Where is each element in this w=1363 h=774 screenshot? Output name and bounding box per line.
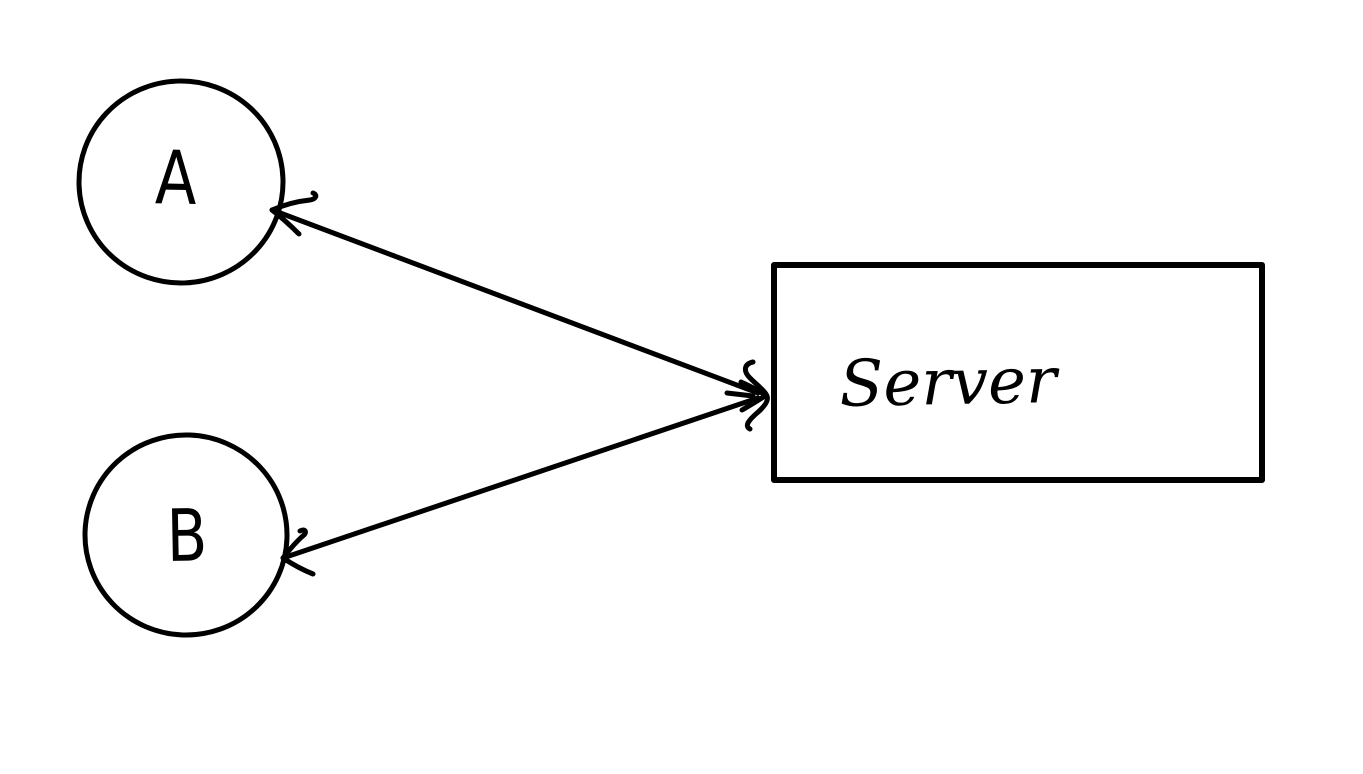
arrowhead-at-server bbox=[724, 359, 770, 432]
node-b-label: B bbox=[166, 493, 208, 578]
node-server-rectangle bbox=[771, 262, 1265, 483]
arrowhead-at-b bbox=[280, 527, 316, 577]
arrowhead-at-a bbox=[269, 190, 319, 237]
edge-a-server-line bbox=[272, 208, 761, 396]
node-a-label: A bbox=[154, 135, 198, 222]
edge-b-server-line bbox=[283, 395, 761, 560]
node-b-circle bbox=[82, 432, 290, 638]
node-server-label: Server bbox=[838, 344, 1058, 422]
node-a-circle bbox=[76, 78, 286, 286]
